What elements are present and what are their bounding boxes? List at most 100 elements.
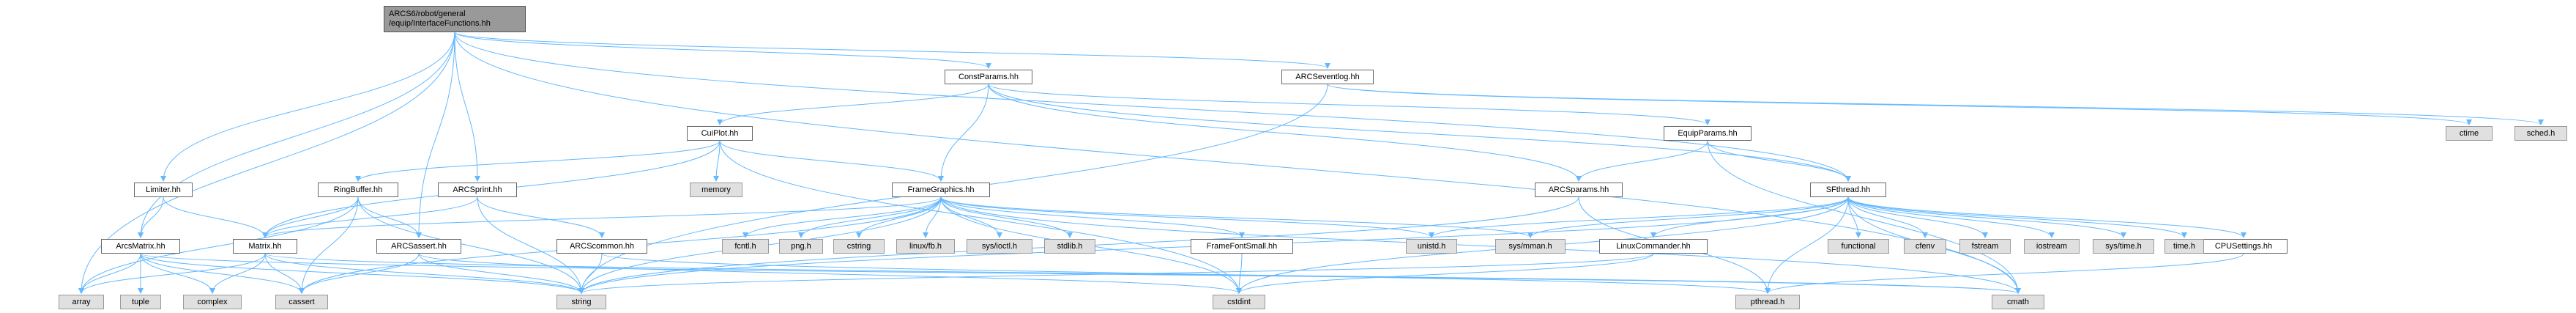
node-arcscommon[interactable]: ARCScommon.hh: [556, 239, 647, 254]
edge-arcsprint-to-string: [477, 196, 584, 294]
edge-sfthread-to-time: [1847, 196, 2187, 238]
edge-arcsassert-to-cassert: [299, 253, 420, 294]
edge-sfthread-to-cfenv: [1847, 196, 1928, 238]
edge-root-to-arcseventlog: [454, 32, 1330, 69]
node-matrix[interactable]: Matrix.hh: [233, 239, 297, 254]
edge-arcscommon-to-pthread: [601, 253, 1771, 294]
node-limiter[interactable]: Limiter.hh: [134, 183, 193, 197]
edge-arcsmatrix-to-cassert: [140, 253, 305, 294]
node-unistd[interactable]: unistd.h: [1406, 239, 1457, 254]
edge-framegraphics-to-cmath: [940, 196, 2021, 294]
edge-constparams-to-cuiplot: [717, 84, 989, 125]
edge-constparams-to-sfthread: [988, 84, 1851, 182]
edge-framegraphics-to-sysmman: [940, 196, 1533, 238]
edge-framegraphics-to-png: [798, 196, 942, 238]
node-time[interactable]: time.h: [2164, 239, 2204, 254]
node-fcntl[interactable]: fcntl.h: [722, 239, 769, 254]
edge-cuiplot-to-ringbuffer: [355, 140, 721, 182]
node-arcsprint[interactable]: ARCSprint.hh: [438, 183, 517, 197]
node-equipparams[interactable]: EquipParams.hh: [1664, 126, 1752, 141]
edge-framegraphics-to-framefontsmall: [940, 196, 1245, 238]
node-memory[interactable]: memory: [690, 183, 742, 197]
edge-equipparams-to-sfthread: [1707, 140, 1851, 182]
node-sysioctl[interactable]: sys/ioctl.h: [967, 239, 1032, 254]
node-sched[interactable]: sched.h: [2514, 126, 2567, 141]
node-png[interactable]: png.h: [779, 239, 823, 254]
node-cfenv[interactable]: cfenv: [1904, 239, 1946, 254]
node-functional[interactable]: functional: [1828, 239, 1889, 254]
node-pthread[interactable]: pthread.h: [1735, 295, 1800, 309]
node-complex[interactable]: complex: [183, 295, 242, 309]
node-arcsmatrix[interactable]: ArcsMatrix.hh: [101, 239, 180, 254]
node-cassert[interactable]: cassert: [275, 295, 328, 309]
edge-arcsassert-to-string: [418, 253, 584, 294]
edge-ringbuffer-to-cassert: [299, 196, 359, 294]
edge-framegraphics-to-unistd: [940, 196, 1434, 238]
edge-framegraphics-to-stdlib: [940, 196, 1073, 238]
node-framegraphics[interactable]: FrameGraphics.hh: [892, 183, 990, 197]
edge-arcseventlog-to-sched: [1327, 84, 2544, 125]
edge-matrix-to-array: [78, 253, 266, 294]
edge-root-to-cmath: [454, 32, 2021, 294]
node-constparams[interactable]: ConstParams.hh: [945, 70, 1032, 84]
node-cstring[interactable]: cstring: [833, 239, 885, 254]
edge-arcsprint-to-matrix: [262, 196, 478, 238]
edge-linuxcommander-to-string: [578, 253, 1654, 294]
edge-limiter-to-matrix: [163, 196, 268, 238]
edge-constparams-to-arcsparams: [988, 84, 1582, 182]
node-cmath[interactable]: cmath: [1992, 295, 2044, 309]
node-linuxfb[interactable]: linux/fb.h: [896, 239, 955, 254]
edge-root-to-arcsmatrix: [138, 32, 455, 238]
node-array[interactable]: array: [59, 295, 104, 309]
edge-sfthread-to-pthread: [1765, 196, 1849, 294]
edge-cuiplot-to-memory: [713, 140, 721, 182]
edge-framegraphics-to-matrix: [262, 196, 942, 238]
edge-arcsassert-to-cstdint: [418, 253, 1242, 294]
node-stdlib[interactable]: stdlib.h: [1044, 239, 1095, 254]
node-ctime[interactable]: ctime: [2446, 126, 2493, 141]
edge-root-to-limiter: [160, 32, 455, 182]
node-cuiplot[interactable]: CuiPlot.hh: [687, 126, 753, 141]
edge-ringbuffer-to-matrix: [262, 196, 359, 238]
edge-constparams-to-equipparams: [988, 84, 1710, 125]
node-cpusettings[interactable]: CPUSettings.hh: [2200, 239, 2287, 254]
node-sfthread[interactable]: SFthread.hh: [1810, 183, 1886, 197]
node-sysmman[interactable]: sys/mman.h: [1495, 239, 1566, 254]
node-arcsassert[interactable]: ARCSassert.hh: [376, 239, 461, 254]
edge-sfthread-to-unistd: [1429, 196, 1849, 238]
edge-constparams-to-framegraphics: [938, 84, 989, 182]
node-fstream[interactable]: fstream: [1959, 239, 2011, 254]
node-arcseventlog[interactable]: ARCSeventlog.hh: [1281, 70, 1374, 84]
edge-framegraphics-to-cstring: [856, 196, 942, 238]
edge-framegraphics-to-sysioctl: [940, 196, 1002, 238]
edge-framegraphics-to-fcntl: [742, 196, 942, 238]
node-iostream[interactable]: iostream: [2024, 239, 2080, 254]
edge-matrix-to-string: [264, 253, 584, 294]
edge-ringbuffer-to-string: [357, 196, 584, 294]
edge-arcsprint-to-arcscommon: [477, 196, 605, 238]
edge-sfthread-to-linuxcommander: [1650, 196, 1849, 238]
node-cstdint[interactable]: cstdint: [1213, 295, 1265, 309]
root-label-line2: /equip/InterfaceFunctions.hh: [389, 19, 491, 28]
edge-root-to-arcsassert: [416, 32, 455, 238]
edge-matrix-to-cassert: [264, 253, 305, 294]
node-root-interfacefunctions[interactable]: ARCS6/robot/general /equip/InterfaceFunc…: [384, 6, 526, 32]
node-ringbuffer[interactable]: RingBuffer.hh: [318, 183, 398, 197]
node-framefontsmall[interactable]: FrameFontSmall.hh: [1191, 239, 1293, 254]
root-label-line1: ARCS6/robot/general: [389, 10, 466, 18]
edge-root-to-constparams: [454, 32, 991, 69]
node-linuxcommander[interactable]: LinuxCommander.hh: [1599, 239, 1708, 254]
edge-equipparams-to-cmath: [1707, 140, 2021, 294]
edge-limiter-to-arcsmatrix: [138, 196, 164, 238]
node-systime[interactable]: sys/time.h: [2093, 239, 2154, 254]
edge-ringbuffer-to-array: [78, 196, 359, 294]
node-tuple[interactable]: tuple: [120, 295, 161, 309]
edge-sfthread-to-sysmman: [1527, 196, 1849, 238]
edge-linuxcommander-to-cstdint: [1236, 253, 1654, 294]
node-string[interactable]: string: [556, 295, 606, 309]
edge-matrix-to-cmath: [264, 253, 2021, 294]
edge-equipparams-to-arcsparams: [1576, 140, 1708, 182]
edge-framegraphics-to-linuxfb: [923, 196, 942, 238]
node-arcsparams[interactable]: ARCSparams.hh: [1535, 183, 1623, 197]
